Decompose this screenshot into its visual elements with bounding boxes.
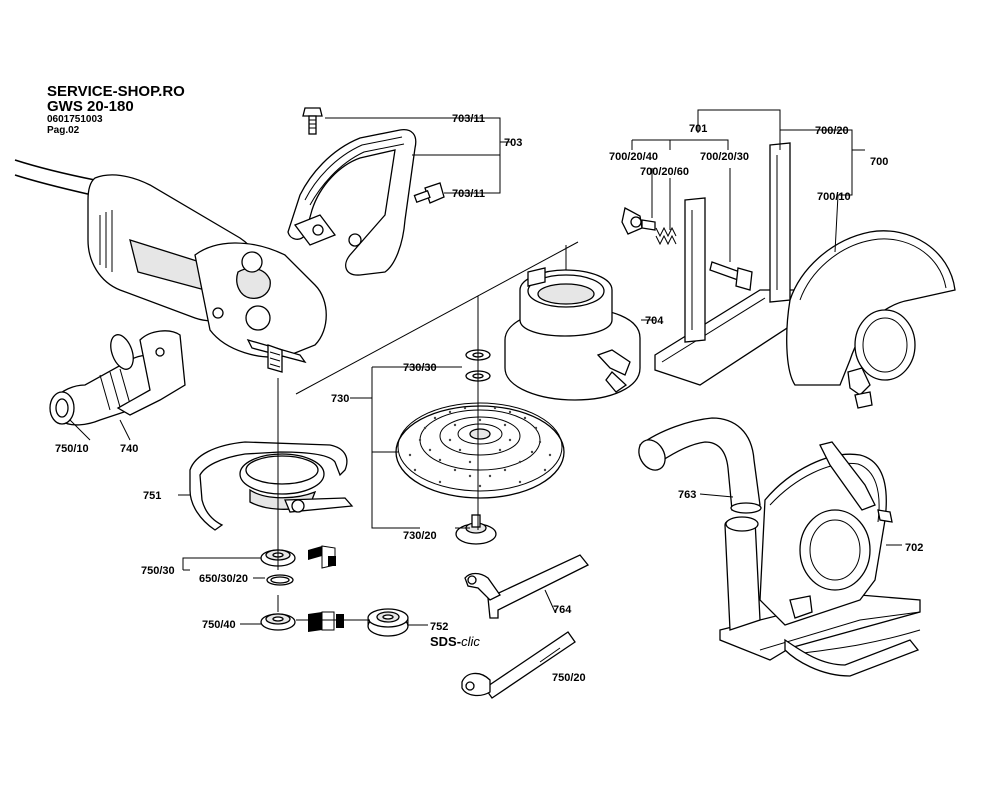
cutting-guard-702	[719, 441, 921, 677]
label-763: 763	[678, 489, 696, 501]
angle-grinder-body	[14, 159, 327, 373]
wing-screw-700-20-40	[621, 207, 656, 235]
hose-elbow-763	[638, 417, 762, 514]
sds-clic-logo: SDS-clic	[430, 634, 480, 649]
label-751: 751	[143, 490, 161, 502]
label-703-11-top: 703/11	[452, 113, 485, 125]
label-704: 704	[645, 315, 664, 327]
side-handle-740	[49, 330, 186, 426]
label-750-20: 750/20	[552, 672, 586, 684]
model-name: GWS 20-180	[47, 98, 134, 115]
sds-text: SDS-	[430, 634, 461, 649]
o-ring-650-30-20	[266, 574, 294, 586]
label-730-30: 730/30	[403, 362, 437, 374]
label-703: 703	[504, 137, 522, 149]
label-700: 700	[870, 156, 888, 168]
spring-700-20-60	[655, 226, 677, 246]
label-700-20-60: 700/20/60	[640, 166, 689, 178]
guide-frame-700	[654, 142, 956, 409]
shop-name: SERVICE-SHOP.RO	[47, 83, 185, 100]
screw-703-11-side	[413, 182, 445, 204]
dust-hood-704	[504, 267, 641, 401]
label-740: 740	[120, 443, 138, 455]
protective-guard-751	[189, 441, 354, 531]
label-701: 701	[689, 123, 707, 135]
label-703-11-side: 703/11	[452, 188, 485, 200]
clic-text: clic	[461, 634, 480, 649]
bolt-700-20-30	[709, 261, 753, 291]
label-650-30-20: 650/30/20	[199, 573, 248, 585]
label-750-30: 750/30	[141, 565, 175, 577]
label-700-20-30: 700/20/30	[700, 151, 749, 163]
page-number: Pag.02	[47, 125, 80, 136]
label-764: 764	[553, 604, 572, 616]
label-750-40: 750/40	[202, 619, 236, 631]
sanding-disc-730	[395, 402, 565, 499]
label-752: 752	[430, 621, 448, 633]
pin-spanner-750-20	[461, 631, 576, 699]
handle-bracket-703	[287, 129, 417, 276]
label-730-20: 730/20	[403, 530, 437, 542]
flange-750-30	[260, 545, 336, 569]
flange-750-40	[260, 611, 344, 632]
label-730: 730	[331, 393, 349, 405]
part-number: 0601751003	[47, 114, 103, 125]
label-702: 702	[905, 542, 923, 554]
clamping-nut-752	[367, 608, 409, 637]
backing-pad-730-20	[455, 514, 497, 545]
label-750-10: 750/10	[55, 443, 89, 455]
label-700-20-40: 700/20/40	[609, 151, 658, 163]
label-700-20: 700/20	[815, 125, 849, 137]
page-header: SERVICE-SHOP.RO GWS 20-180 0601751003 Pa…	[47, 84, 185, 136]
leader-lines	[69, 109, 902, 663]
screw-703-11-top	[302, 107, 323, 135]
label-700-10: 700/10	[817, 191, 851, 203]
wrench-764	[464, 554, 590, 619]
